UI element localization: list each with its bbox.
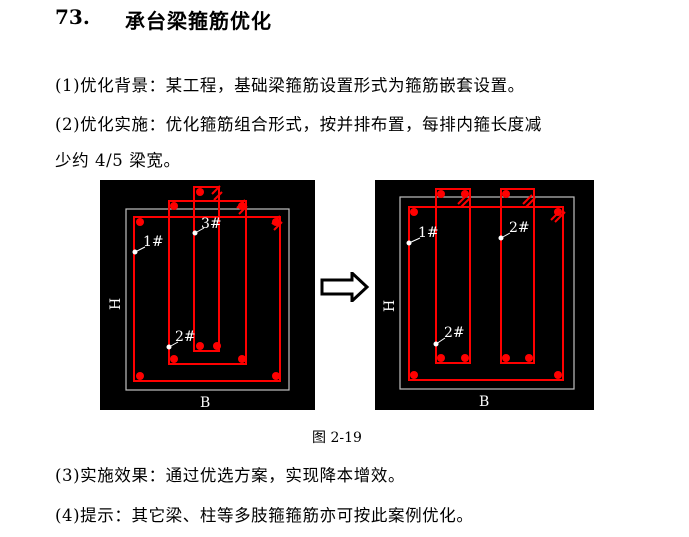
arrow-icon [320, 269, 370, 306]
diagram-before: 1# 2# 3# H B [100, 180, 315, 411]
paragraph-implementation: (2)优化实施：优化箍筋组合形式，按并排布置，每排内箍长度减 [55, 115, 542, 134]
diagram-after: 1# 2# 2# H B [375, 180, 594, 410]
label-3: 3# [201, 216, 222, 232]
section-title: 承台梁箍筋优化 [125, 9, 272, 33]
h-label: H [382, 300, 398, 312]
label-1: 1# [143, 234, 164, 250]
section-number: 73. [55, 5, 90, 29]
b-label: B [479, 394, 489, 410]
h-label: H [108, 298, 124, 310]
paragraph-implementation-cont: 少约 4/5 梁宽。 [55, 151, 181, 170]
label-2: 2# [175, 329, 196, 345]
paragraph-tip: (4)提示：其它梁、柱等多肢箍箍筋亦可按此案例优化。 [55, 506, 474, 525]
paragraph-background: (1)优化背景：某工程，基础梁箍筋设置形式为箍筋嵌套设置。 [55, 76, 525, 95]
figure-caption: 图 2-19 [312, 430, 362, 446]
label-2b: 2# [509, 220, 530, 236]
b-label: B [200, 395, 210, 410]
label-1: 1# [418, 225, 439, 241]
label-2a: 2# [444, 325, 465, 341]
paragraph-effect: (3)实施效果：通过优选方案，实现降本增效。 [55, 466, 406, 485]
